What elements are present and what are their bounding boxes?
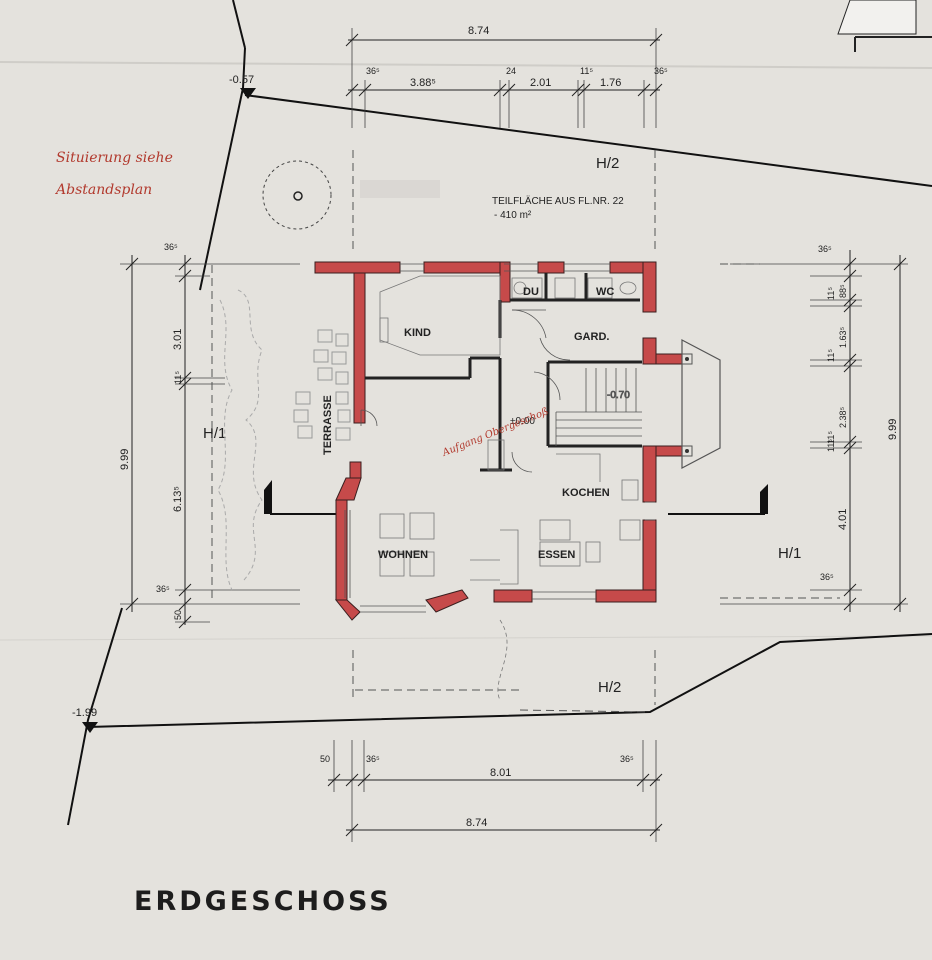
svg-text:11⁵: 11⁵ — [173, 371, 183, 384]
svg-text:36⁵: 36⁵ — [620, 754, 634, 764]
handwritten-note: Situierung siehe Abstandsplan — [54, 150, 173, 198]
dimension-chain-bottom: 50 36⁵ 8.01 36⁵ 8.74 — [320, 740, 663, 842]
tree-symbol — [262, 160, 332, 230]
svg-text:H/2: H/2 — [596, 155, 619, 172]
svg-text:H/1: H/1 — [203, 425, 226, 442]
garden-area — [217, 289, 263, 591]
svg-text:Abstandsplan: Abstandsplan — [54, 182, 152, 198]
svg-text:36⁵: 36⁵ — [366, 754, 380, 764]
svg-text:H/2: H/2 — [598, 679, 621, 696]
svg-text:36⁵: 36⁵ — [156, 584, 170, 594]
section-mark-h2-top: H/2 — [352, 150, 656, 250]
svg-text:36⁵: 36⁵ — [654, 66, 668, 76]
svg-text:36⁵: 36⁵ — [366, 66, 380, 76]
svg-text:11⁵: 11⁵ — [826, 349, 836, 362]
svg-text:9.99: 9.99 — [887, 419, 899, 440]
section-mark-h1-right: H/1 — [668, 484, 801, 562]
redacted-text — [360, 180, 440, 198]
svg-text:9.99: 9.99 — [119, 449, 131, 470]
svg-text:11⁵: 11⁵ — [826, 439, 836, 452]
dimension-chain-top: 8.74 36⁵ 3.88⁵ 24 2.01 11⁵ 1.76 36⁵ — [345, 25, 668, 128]
room-label-terrasse: TERRASSE — [322, 395, 334, 455]
svg-text:- 410 m²: - 410 m² — [494, 210, 532, 221]
svg-text:88⁵: 88⁵ — [838, 284, 848, 298]
furniture — [379, 275, 641, 701]
svg-text:8.01: 8.01 — [490, 767, 511, 779]
svg-text:6.13⁵: 6.13⁵ — [172, 486, 184, 512]
paper-folds — [0, 61, 932, 641]
svg-text:50: 50 — [320, 754, 330, 764]
svg-text:24: 24 — [506, 66, 516, 76]
title-block-corner — [837, 0, 932, 52]
svg-text:-1.99: -1.99 — [72, 707, 97, 719]
svg-text:36⁵: 36⁵ — [164, 242, 178, 252]
plot-note: TEILFLÄCHE AUS FL.NR. 22 - 410 m² — [492, 195, 624, 221]
section-mark-h1-left: H/1 — [203, 425, 340, 515]
hall-level: ±0.00 — [510, 416, 535, 427]
svg-text:36⁵: 36⁵ — [818, 244, 832, 254]
svg-text:3.01: 3.01 — [172, 329, 184, 350]
windows — [344, 263, 655, 613]
section-mark-h2-bottom: H/2 — [352, 650, 656, 713]
svg-text:Aufgang Obergeschoß: Aufgang Obergeschoß — [440, 406, 550, 459]
svg-text:2.38⁵: 2.38⁵ — [838, 406, 848, 428]
svg-text:4.01: 4.01 — [837, 509, 849, 530]
svg-text:1.63⁵: 1.63⁵ — [838, 326, 848, 348]
svg-text:Situierung siehe: Situierung siehe — [56, 150, 173, 166]
room-label-kochen: KOCHEN — [562, 487, 610, 499]
svg-text:11⁵: 11⁵ — [826, 431, 836, 444]
stair-note: Aufgang Obergeschoß — [440, 406, 550, 459]
svg-text:8.74: 8.74 — [466, 817, 487, 829]
terrace-pavers — [293, 329, 351, 441]
level-marker-top-left: -0.57 — [229, 74, 256, 99]
svg-text:11⁵: 11⁵ — [826, 287, 836, 300]
room-label-kind: KIND — [404, 327, 431, 339]
dimension-chain-left: 9.99 36⁵ 3.01 11⁵ 6.13⁵ 36⁵ 50 — [119, 242, 300, 629]
svg-text:36⁵: 36⁵ — [820, 572, 834, 582]
dimension-chain-right: 9.99 36⁵ 11⁵ 88⁵ 11⁵ 1.63⁵ 11⁵ 2.38⁵ 11⁵… — [720, 244, 908, 612]
svg-text:±0.00: ±0.00 — [510, 416, 535, 427]
room-label-wohnen: WOHNEN — [378, 549, 428, 561]
room-label-wc: WC — [596, 286, 614, 298]
room-label-du: DU — [523, 286, 539, 298]
doors — [360, 309, 571, 473]
svg-text:2.01: 2.01 — [530, 77, 551, 89]
svg-text:TEILFLÄCHE AUS FL.NR. 22: TEILFLÄCHE AUS FL.NR. 22 — [492, 195, 624, 207]
svg-text:-0.57: -0.57 — [229, 74, 254, 86]
interior-walls — [365, 273, 642, 472]
level-marker-bottom-left: -1.99 — [72, 707, 98, 733]
svg-text:8.74: 8.74 — [468, 25, 489, 37]
staircase: -0.70 — [555, 368, 642, 446]
svg-text:-0.70: -0.70 — [607, 390, 630, 401]
svg-text:3.88⁵: 3.88⁵ — [410, 77, 436, 89]
plan-title: ERDGESCHOSS — [134, 886, 392, 917]
room-label-essen: ESSEN — [538, 549, 575, 561]
bay-window — [681, 339, 721, 469]
room-labels: KIND DU WC GARD. TERRASSE KOCHEN WOHNEN … — [322, 286, 614, 561]
room-label-gard: GARD. — [574, 331, 609, 343]
svg-text:11⁵: 11⁵ — [580, 66, 593, 76]
svg-text:50: 50 — [173, 610, 183, 620]
svg-text:H/1: H/1 — [778, 545, 801, 562]
svg-text:1.76: 1.76 — [600, 77, 621, 89]
